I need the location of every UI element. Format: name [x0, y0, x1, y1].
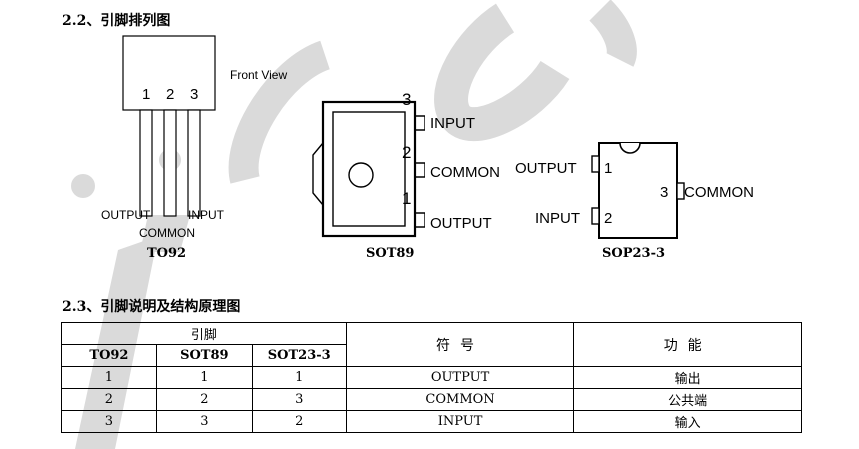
to92-output-label: OUTPUT [101, 208, 151, 222]
table-cell: COMMON [345, 388, 575, 411]
sot89-input-label: INPUT [430, 115, 475, 132]
to92-common-label: COMMON [139, 226, 195, 240]
sot89-pin-1-number: 1 [402, 189, 412, 208]
table-cell: 2 [155, 388, 253, 411]
sop23-input-label: INPUT [535, 210, 580, 227]
table-cell: 输入 [573, 410, 802, 433]
to92-pin-1-number: 1 [142, 86, 151, 103]
table-cell: 2 [61, 388, 157, 411]
function-header: 功能 [573, 322, 802, 367]
sop23-pin-2-number: 2 [604, 210, 613, 227]
to92-column-header: TO92 [61, 344, 157, 367]
section-2-3-title: 2.3、引脚说明及结构原理图 [62, 299, 241, 315]
section-2-2-title: 2.2、引脚排列图 [62, 13, 171, 29]
table-header-row: 引脚 符号 功能 [61, 322, 802, 367]
table-cell: 1 [155, 366, 253, 389]
sot89-package-label: SOT89 [366, 246, 415, 261]
sot89-column-header: SOT89 [155, 344, 253, 367]
sot89-pin-3-number: 3 [402, 90, 412, 109]
to92-input-label: INPUT [188, 208, 224, 222]
sop23-diagram [591, 142, 685, 239]
table-cell: OUTPUT [345, 366, 575, 389]
table-cell: 2 [251, 410, 347, 433]
to92-diagram [122, 35, 216, 217]
to92-front-view-label: Front View [230, 68, 288, 82]
sot89-diagram [312, 100, 425, 238]
table-cell: 1 [251, 366, 347, 389]
table-row: 1 1 1 OUTPUT 输出 [61, 366, 802, 389]
table-cell: 3 [61, 410, 157, 433]
table-cell: INPUT [345, 410, 575, 433]
pin-group-header: 引脚 [61, 322, 347, 345]
sop23-package-label: SOP23-3 [602, 246, 666, 261]
sop23-pin-1-number: 1 [604, 160, 613, 177]
symbol-header: 符号 [345, 322, 575, 367]
table-row: 2 2 3 COMMON 公共端 [61, 388, 802, 411]
table-cell: 输出 [573, 366, 802, 389]
sop23-output-label: OUTPUT [515, 160, 577, 177]
to92-pin-2-number: 2 [166, 86, 175, 103]
sop23-common-label: COMMON [684, 184, 754, 201]
sot23-column-header: SOT23-3 [251, 344, 347, 367]
table-row: 3 3 2 INPUT 输入 [61, 410, 802, 433]
to92-pin-3-number: 3 [190, 86, 199, 103]
table-cell: 3 [155, 410, 253, 433]
sot89-output-label: OUTPUT [430, 215, 492, 232]
sop23-pin-3-number: 3 [660, 184, 669, 201]
pin-table: 引脚 符号 功能 TO92 SOT89 SOT23-3 1 1 1 OUTPUT… [61, 322, 802, 433]
sot89-common-label: COMMON [430, 164, 500, 181]
sot89-pin-2-number: 2 [402, 143, 412, 162]
table-cell: 公共端 [573, 388, 802, 411]
to92-package-label: TO92 [147, 246, 187, 261]
table-cell: 1 [61, 366, 157, 389]
table-cell: 3 [251, 388, 347, 411]
